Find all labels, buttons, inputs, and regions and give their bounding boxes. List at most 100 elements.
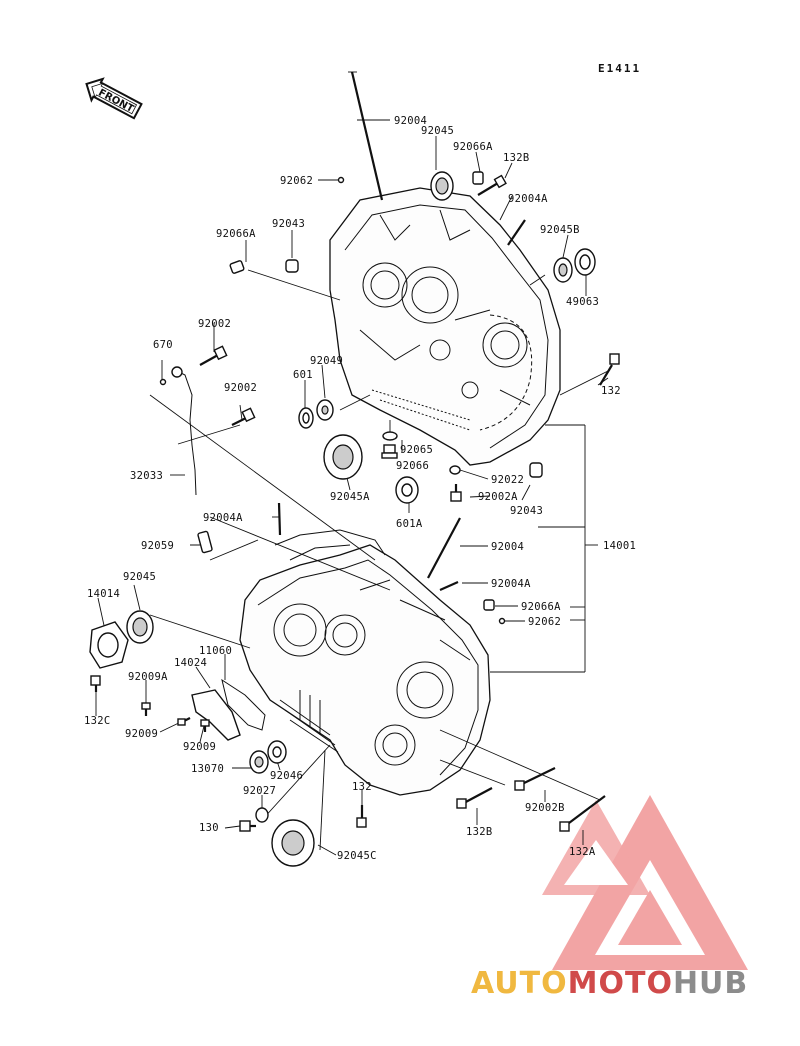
label-92066A-low: 92066A xyxy=(521,601,561,613)
label-32033: 32033 xyxy=(130,470,163,482)
dowel-92043-top xyxy=(285,259,299,273)
label-92002A: 92002A xyxy=(478,491,518,503)
label-132B-top: 132B xyxy=(503,152,530,164)
bolt-132B-top xyxy=(477,174,507,196)
label-92062-low: 92062 xyxy=(528,616,561,628)
label-92066A-top: 92066A xyxy=(453,141,493,153)
bolt-132C xyxy=(90,675,101,692)
stud-92004-mid xyxy=(427,517,461,579)
label-92065: 92065 xyxy=(400,444,433,456)
upper-crankcase-half xyxy=(329,187,561,466)
washer-92027 xyxy=(255,807,269,823)
label-92066A-left: 92066A xyxy=(216,228,256,240)
label-601: 601 xyxy=(293,369,313,381)
bearing-92045C xyxy=(271,819,315,867)
dowel-92043-mid xyxy=(529,462,543,478)
label-92045B: 92045B xyxy=(540,224,580,236)
lower-crankcase-half xyxy=(239,529,491,796)
collar-92049 xyxy=(316,399,334,421)
gasket-11060 xyxy=(221,678,266,731)
svg-text:AUTOMOTOHUB: AUTOMOTOHUB xyxy=(471,966,748,1001)
screw-92009-b xyxy=(200,719,210,732)
label-92004A-low: 92004A xyxy=(491,578,531,590)
bolt-132-right xyxy=(599,353,620,386)
watermark-part3: HUB xyxy=(673,966,748,1001)
label-670: 670 xyxy=(153,339,173,351)
label-92004-top: 92004 xyxy=(394,115,427,127)
oil-pipe-670 xyxy=(174,369,197,496)
plug-130 xyxy=(239,820,256,832)
label-92002-a: 92002 xyxy=(198,318,231,330)
label-92043-mid: 92043 xyxy=(510,505,543,517)
label-92002B: 92002B xyxy=(525,802,565,814)
label-14024: 14024 xyxy=(174,657,207,669)
dowel-92066A-low xyxy=(483,599,495,611)
label-92066: 92066 xyxy=(396,460,429,472)
label-92004A-top: 92004A xyxy=(508,193,548,205)
label-92045-top: 92045 xyxy=(421,125,454,137)
watermark-text: AUTOMOTOHUB xyxy=(471,966,748,1001)
label-92022: 92022 xyxy=(491,474,524,486)
bearing-92045A xyxy=(323,434,363,480)
bolt-132B-low xyxy=(456,787,493,809)
front-direction-arrow: FRONT xyxy=(85,77,143,120)
plate-14024 xyxy=(191,689,241,741)
washer-92065 xyxy=(382,431,398,441)
label-14014: 14014 xyxy=(87,588,120,600)
label-601A: 601A xyxy=(396,518,423,530)
watermark-logo-icon xyxy=(542,795,748,970)
bolt-92002-a xyxy=(199,345,228,366)
label-92002-b: 92002 xyxy=(224,382,257,394)
bolt-132A xyxy=(559,795,606,832)
bearing-92046 xyxy=(267,740,287,764)
stud-92004A-low xyxy=(439,580,459,592)
label-92009-a: 92009 xyxy=(125,728,158,740)
screw-92009-a xyxy=(177,717,191,726)
label-132-low: 132 xyxy=(352,781,372,793)
plug-92059 xyxy=(197,530,213,554)
label-92009A: 92009A xyxy=(128,671,168,683)
seal-49063 xyxy=(574,248,596,276)
label-92004A-mid: 92004A xyxy=(203,512,243,524)
watermark-part1: AUTO xyxy=(471,966,568,1001)
bolt-92002-b xyxy=(231,407,256,426)
label-13070: 13070 xyxy=(191,763,224,775)
diagram-code: E1411 xyxy=(598,62,641,75)
dowel-92066A-top xyxy=(472,171,484,185)
parts-group xyxy=(89,71,620,867)
bearing-92045-top xyxy=(430,171,454,201)
label-92045-left: 92045 xyxy=(123,571,156,583)
label-92049: 92049 xyxy=(310,355,343,367)
plug-92066 xyxy=(381,444,398,459)
bolt-132-low xyxy=(356,805,367,828)
label-14001: 14001 xyxy=(603,540,636,552)
label-49063: 49063 xyxy=(566,296,599,308)
bolt-92002A xyxy=(450,484,462,502)
pin-92062-low xyxy=(498,617,506,625)
stud-92004A-mid xyxy=(277,502,282,536)
pin-92062-top xyxy=(337,176,345,184)
part-13070 xyxy=(249,750,269,774)
label-92004-mid: 92004 xyxy=(491,541,524,553)
bearing-92045B xyxy=(553,257,573,283)
label-92062-top: 92062 xyxy=(280,175,313,187)
label-92027: 92027 xyxy=(243,785,276,797)
label-11060: 11060 xyxy=(199,645,232,657)
stud-92004A-top xyxy=(507,219,526,246)
part-labels: 92004 92045 92066A 132B 92062 92004A 920… xyxy=(84,115,636,862)
label-132B-low: 132B xyxy=(466,826,493,838)
seal-601A xyxy=(395,476,419,504)
label-132-right: 132 xyxy=(601,385,621,397)
dowel-92066A-left xyxy=(229,260,245,274)
stud-92004-top xyxy=(350,71,384,201)
label-132C: 132C xyxy=(84,715,111,727)
label-92043-top: 92043 xyxy=(272,218,305,230)
bearing-92045-left xyxy=(126,610,154,644)
washer-92022 xyxy=(449,465,461,475)
cover-14014 xyxy=(89,621,129,669)
label-92045C: 92045C xyxy=(337,850,377,862)
seal-601 xyxy=(298,407,314,429)
label-92009-b: 92009 xyxy=(183,741,216,753)
label-92059: 92059 xyxy=(141,540,174,552)
label-130: 130 xyxy=(199,822,219,834)
